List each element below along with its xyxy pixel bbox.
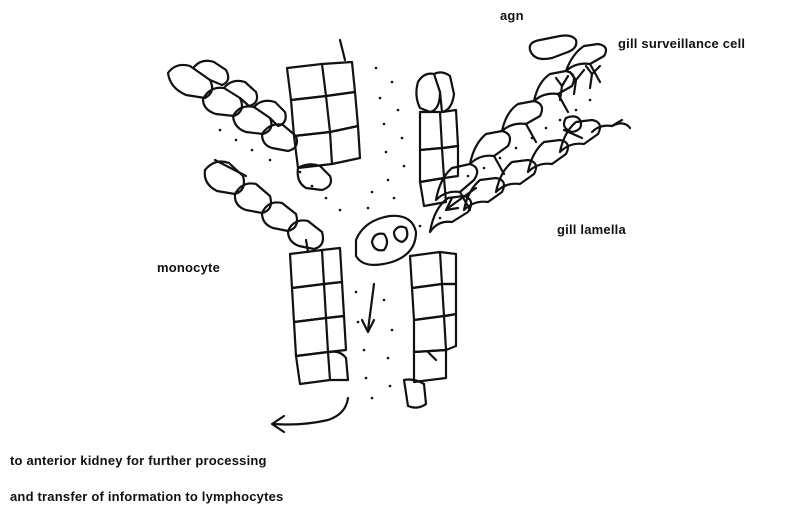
label-gill-surveillance-cell: gill surveillance cell <box>618 36 745 51</box>
caption-line-1: to anterior kidney for further processin… <box>10 453 267 468</box>
upper-center-left-block <box>287 40 360 190</box>
label-gill-lamella: gill lamella <box>557 222 626 237</box>
upper-center-right-block <box>416 72 458 206</box>
lower-left-block <box>290 240 348 384</box>
monocyte-cell <box>356 216 416 265</box>
lower-right-lamella <box>430 120 630 232</box>
upper-left-filament <box>168 61 297 151</box>
label-agn: agn <box>500 8 524 23</box>
stipple-dots <box>219 67 592 400</box>
flow-arrows <box>272 188 476 432</box>
caption-line-2: and transfer of information to lymphocyt… <box>10 489 283 504</box>
label-monocyte: monocyte <box>157 260 220 275</box>
gill-surveillance-cell-shape <box>530 36 600 139</box>
lower-left-lamella <box>205 160 323 249</box>
lower-right-block <box>404 252 456 408</box>
